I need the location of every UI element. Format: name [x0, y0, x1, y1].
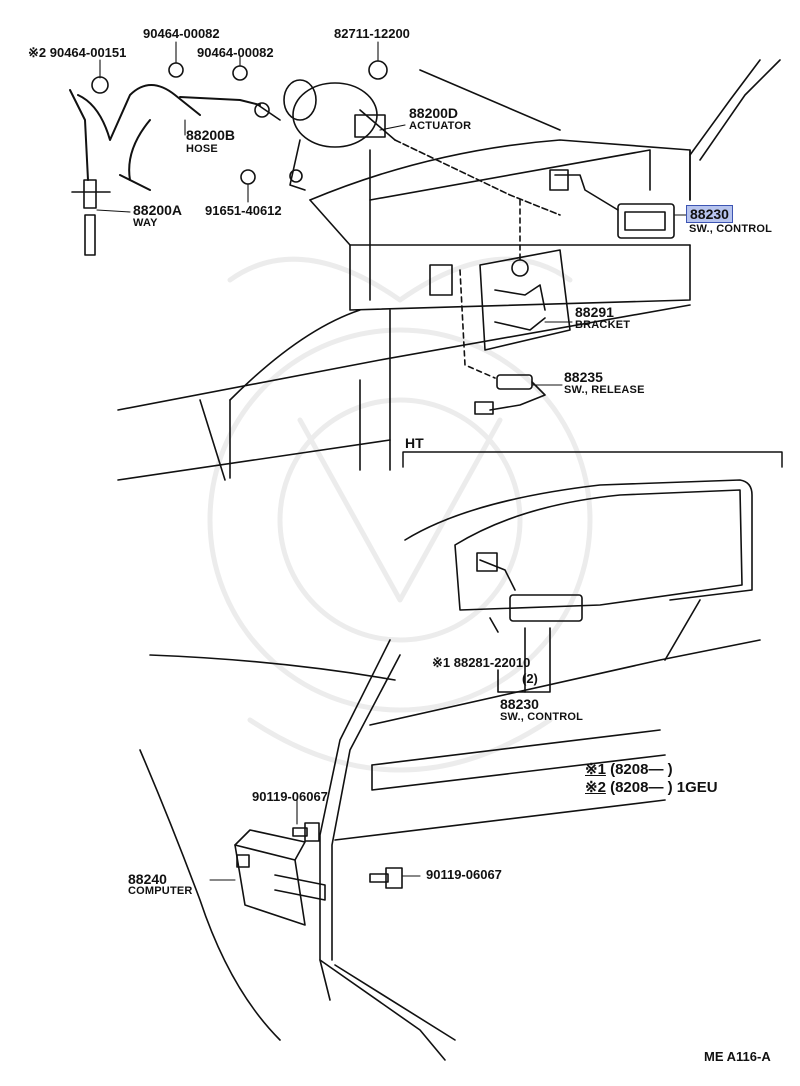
ht-bracket	[402, 451, 783, 468]
label-88200b-number: 88200B	[186, 127, 236, 143]
label-88200b-name: HOSE	[186, 143, 218, 155]
bolt-90119-a	[292, 822, 320, 842]
note-2-text: (8208— ) 1GEU	[610, 779, 718, 796]
bracket-mechanism	[494, 259, 546, 331]
label-88291-name: BRACKET	[575, 319, 631, 331]
label-88200d-name: ACTUATOR	[409, 120, 472, 132]
note-2: ※2 (8208— ) 1GEU	[585, 780, 718, 795]
note-1-text: (8208— )	[610, 761, 673, 778]
leader-lines	[96, 41, 689, 881]
note-1: ※1 (8208— )	[585, 762, 673, 777]
ht-panel	[404, 479, 753, 693]
label-88281-22010: ※1 88281-22010	[432, 655, 531, 670]
label-88240-name: COMPUTER	[128, 885, 193, 897]
label-88230-top-number: 88230	[686, 205, 733, 223]
way-fitting	[71, 179, 111, 256]
label-90119-06067-b: 90119-06067	[426, 867, 502, 882]
clamp-90464-00082-a	[168, 62, 184, 78]
label-90464-00151: ※2 90464-00151	[28, 45, 127, 60]
clamp-90464-00151	[91, 76, 109, 94]
label-90464-00082-a: 90464-00082	[143, 26, 220, 41]
label-90119-06067-a: 90119-06067	[252, 789, 328, 804]
release-switch	[474, 374, 546, 415]
label-ht-section: HT	[405, 435, 424, 451]
label-88200a-number: 88200A	[133, 202, 183, 218]
label-88230-top-name: SW., CONTROL	[689, 223, 773, 235]
label-88200d-number: 88200D	[409, 105, 459, 121]
label-88200a-name: WAY	[133, 217, 158, 229]
clip-block	[429, 264, 453, 296]
footer-code: ME A116-A	[704, 1049, 771, 1064]
note-1-mark: ※1	[585, 761, 606, 778]
actuator-body	[254, 79, 396, 191]
computer-unit	[234, 829, 326, 926]
actuator-cable	[394, 139, 561, 216]
bolt-90119-b	[369, 867, 403, 889]
label-90464-00082-b: 90464-00082	[197, 45, 274, 60]
car-body-lower	[139, 599, 761, 1061]
label-88240-number: 88240	[128, 871, 167, 887]
label-88230-ht-name: SW., CONTROL	[500, 711, 584, 723]
label-88235-number: 88235	[564, 369, 603, 385]
control-switch-top	[549, 169, 675, 239]
label-88230-ht-number: 88230	[500, 696, 539, 712]
label-88281-qty: (2)	[522, 671, 538, 686]
watermark-emblem	[207, 256, 593, 773]
bracket-plate-outline	[479, 249, 571, 351]
label-88291-number: 88291	[575, 304, 614, 320]
car-body-upper	[117, 59, 781, 481]
label-82711-12200: 82711-12200	[334, 26, 410, 41]
label-91651-40612: 91651-40612	[205, 203, 282, 218]
clamp-90464-00082-b	[232, 65, 248, 81]
note-2-mark: ※2	[585, 779, 606, 796]
label-88235-name: SW., RELEASE	[564, 384, 645, 396]
clamp-82711-12200	[368, 60, 388, 80]
fastener-91651-40612	[240, 169, 256, 185]
